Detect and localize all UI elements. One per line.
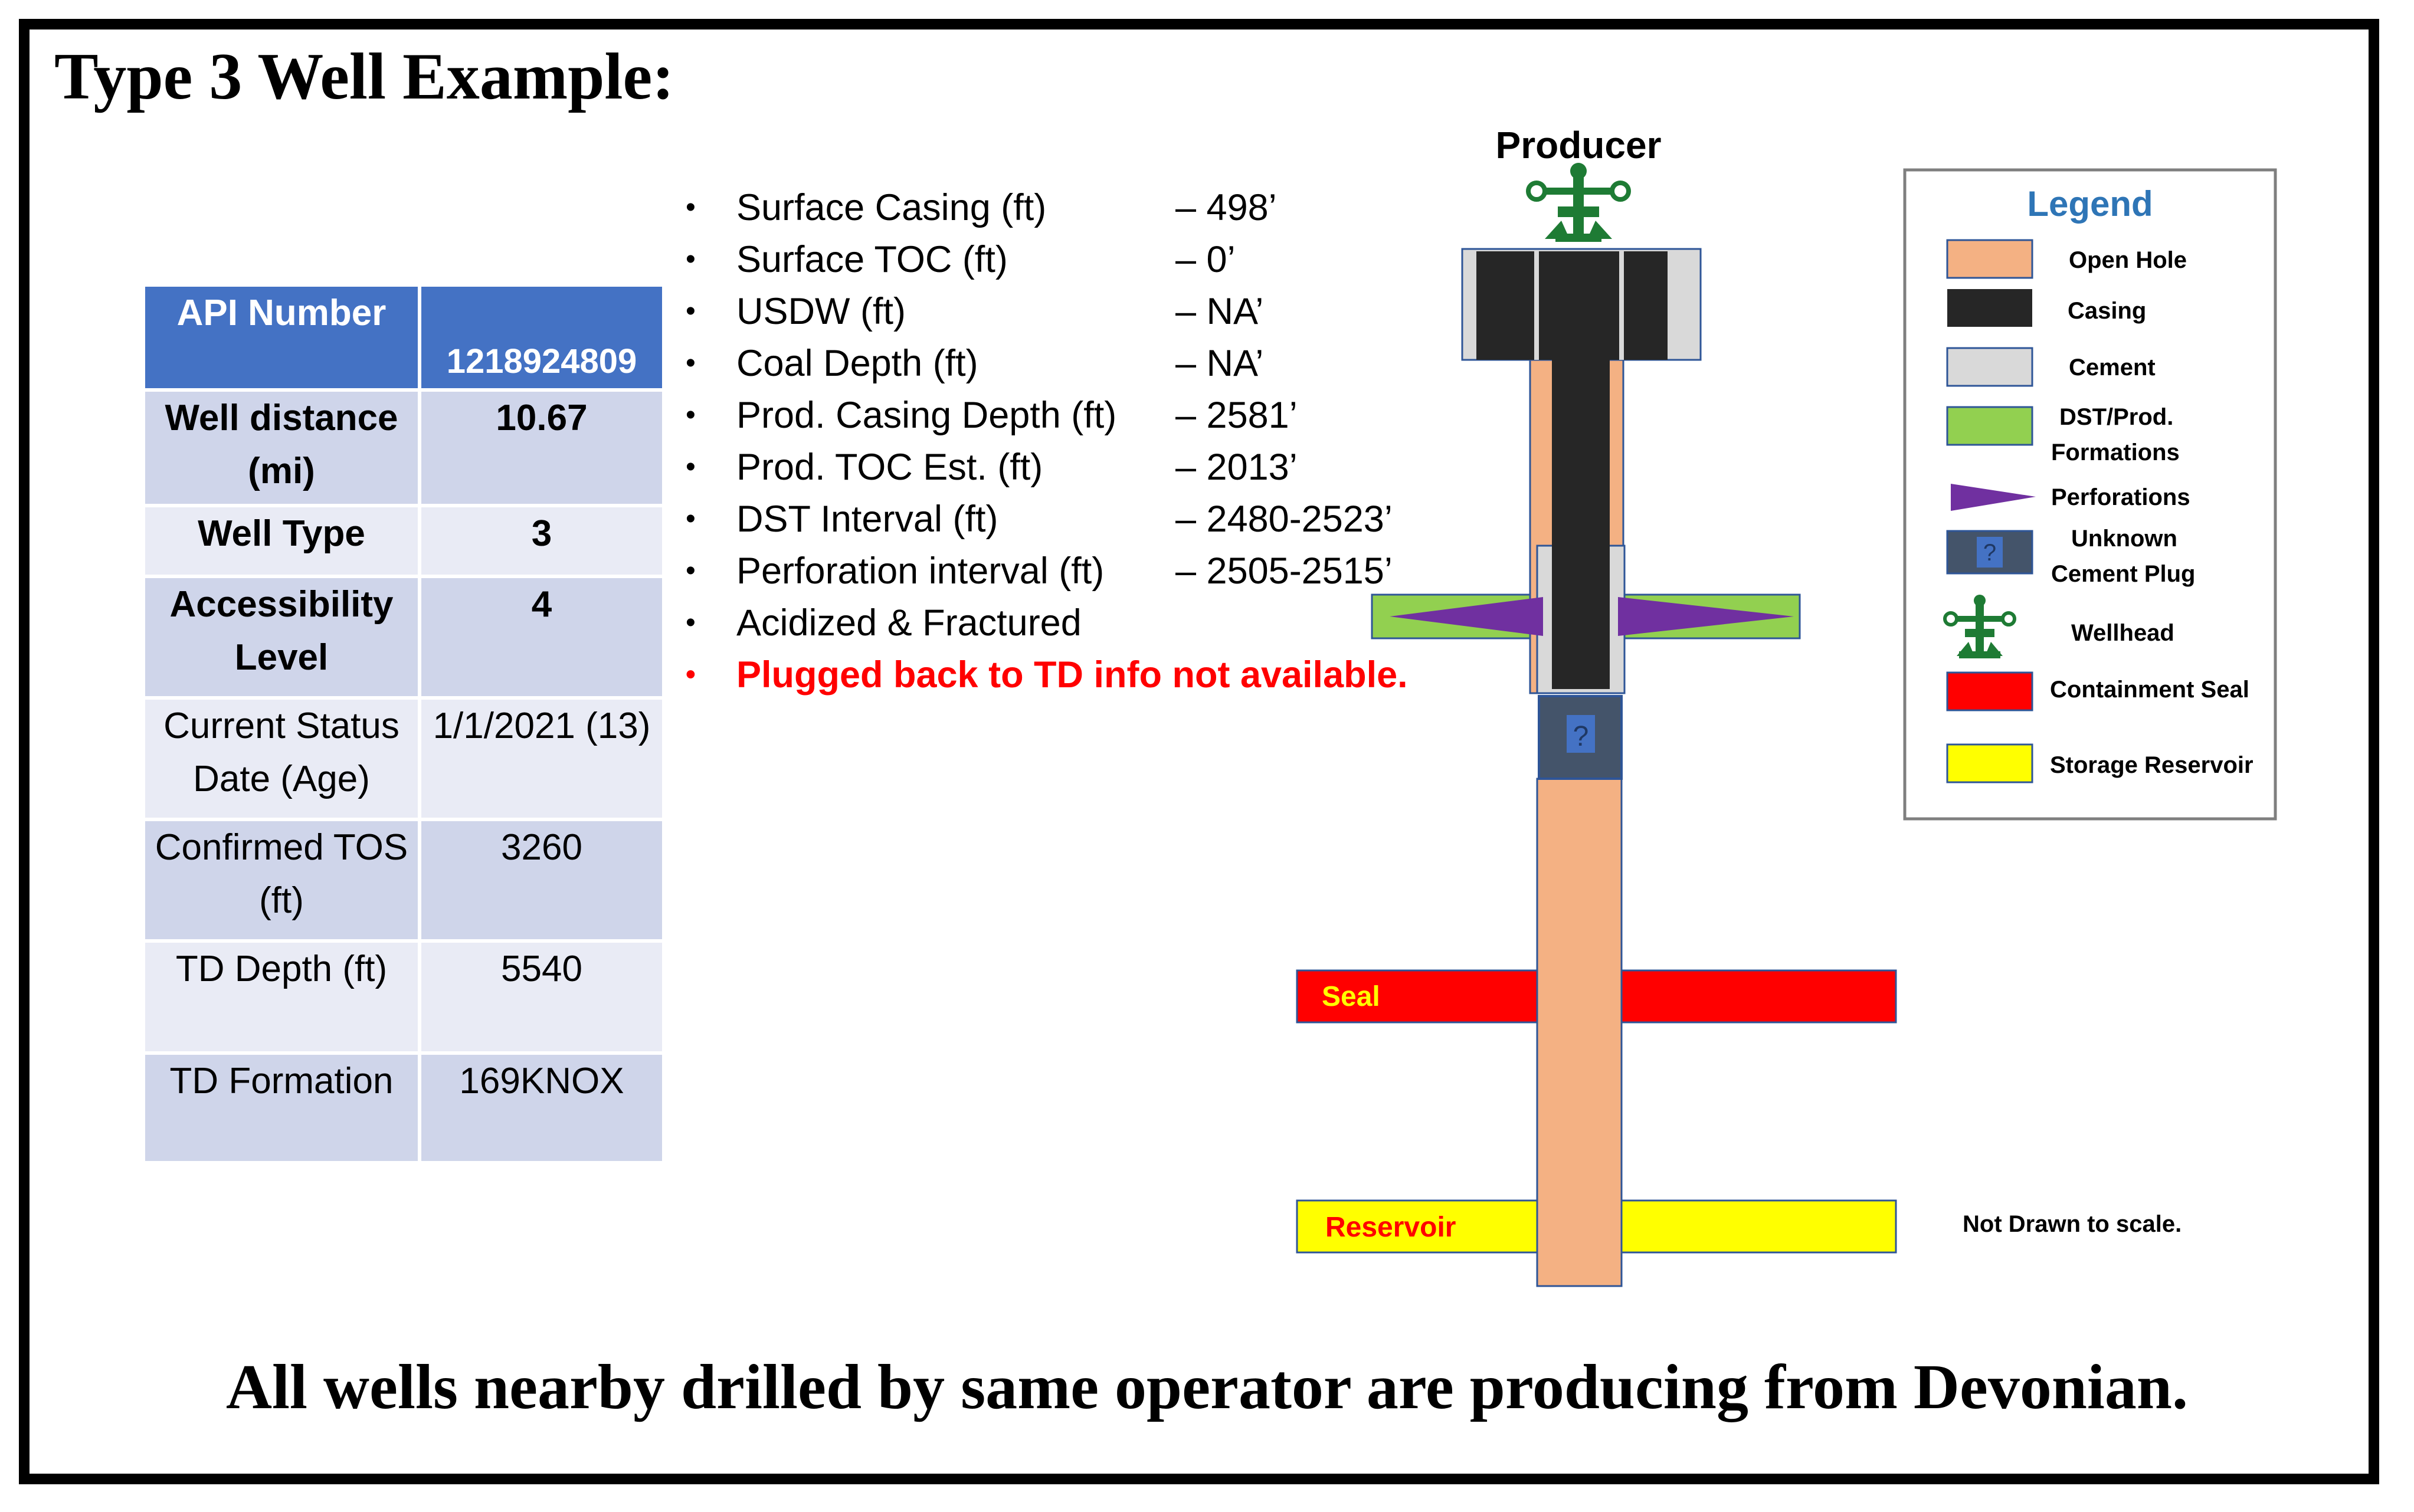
list-item: •Acidized & Fractured bbox=[679, 597, 1446, 649]
table-header-row: API Number 1218924809 bbox=[145, 287, 666, 392]
producer-label: Producer bbox=[1496, 124, 1662, 166]
well-type-label: Well Type bbox=[145, 507, 421, 578]
page-title: Type 3 Well Example: bbox=[54, 40, 674, 113]
coal-depth-value: – NA’ bbox=[1175, 343, 1264, 384]
reservoir-label: Reservoir bbox=[1325, 1212, 1456, 1243]
well-type-value: 3 bbox=[421, 507, 666, 578]
svg-text:?: ? bbox=[1983, 540, 1996, 566]
perforation-interval-label: Perforation interval (ft) bbox=[736, 550, 1105, 592]
unknown-plug-mark: ? bbox=[1573, 721, 1589, 752]
list-item: •Prod. Casing Depth (ft)– 2581’ bbox=[679, 389, 1446, 441]
well-distance-label: Well distance (mi) bbox=[145, 392, 421, 507]
legend-label-wellhead: Wellhead bbox=[2071, 620, 2174, 646]
list-item: •DST Interval (ft)– 2480-2523’ bbox=[679, 493, 1446, 545]
td-formation-label: TD Formation bbox=[145, 1055, 421, 1165]
casing-swatch bbox=[1947, 289, 2032, 327]
open-hole-swatch bbox=[1946, 239, 2033, 279]
scale-note: Not Drawn to scale. bbox=[1963, 1211, 2182, 1237]
legend-label-perforations: Perforations bbox=[2051, 484, 2190, 510]
td-depth-value: 5540 bbox=[421, 943, 666, 1055]
legend-label-unknown-2: Cement Plug bbox=[2051, 561, 2195, 587]
dst-formation-swatch bbox=[1946, 406, 2033, 446]
td-formation-value: 169KNOX bbox=[421, 1055, 666, 1165]
legend-label-storage-reservoir: Storage Reservoir bbox=[2050, 752, 2253, 778]
casing-gap bbox=[1619, 251, 1624, 360]
list-item: •Plugged back to TD info not available. bbox=[679, 649, 1446, 701]
acidized-label: Acidized & Fractured bbox=[736, 602, 1082, 644]
legend-label-dst-1: DST/Prod. bbox=[2059, 404, 2173, 430]
plugged-back-note: Plugged back to TD info not available. bbox=[736, 654, 1408, 696]
surface-casing-label: Surface Casing (ft) bbox=[736, 187, 1047, 228]
legend-label-casing: Casing bbox=[2068, 298, 2146, 324]
table-row: Confirmed TOS (ft) 3260 bbox=[145, 821, 666, 943]
legend-label-containment-seal: Containment Seal bbox=[2050, 677, 2249, 703]
legend-label-open-hole: Open Hole bbox=[2069, 247, 2187, 273]
status-date-value: 1/1/2021 (13) bbox=[421, 700, 666, 821]
legend-label-cement: Cement bbox=[2069, 355, 2156, 381]
casing-gap bbox=[1534, 251, 1539, 360]
table-row: TD Depth (ft) 5540 bbox=[145, 943, 666, 1055]
status-date-label: Current Status Date (Age) bbox=[145, 700, 421, 821]
list-item: •USDW (ft)– NA’ bbox=[679, 286, 1446, 337]
legend-title: Legend bbox=[2027, 184, 2153, 224]
list-item: •Perforation interval (ft)– 2505-2515’ bbox=[679, 545, 1446, 597]
dst-interval-label: DST Interval (ft) bbox=[736, 498, 998, 540]
well-info-table: API Number 1218924809 Well distance (mi)… bbox=[145, 287, 666, 1165]
legend-label-dst-2: Formations bbox=[2051, 440, 2180, 465]
list-item: •Prod. TOC Est. (ft)– 2013’ bbox=[679, 441, 1446, 493]
unknown-plug-marker bbox=[1567, 715, 1595, 753]
prod-toc-label: Prod. TOC Est. (ft) bbox=[736, 447, 1043, 488]
open-hole-lower bbox=[1536, 778, 1623, 1287]
list-item: •Surface TOC (ft)– 0’ bbox=[679, 234, 1446, 286]
accessibility-level-value: 4 bbox=[421, 578, 666, 700]
well-facts-list: •Surface Casing (ft)– 498’ •Surface TOC … bbox=[679, 182, 1446, 701]
legend-label-unknown-1: Unknown bbox=[2071, 526, 2177, 552]
confirmed-tos-value: 3260 bbox=[421, 821, 666, 943]
footer-note: All wells nearby drilled by same operato… bbox=[226, 1352, 2188, 1422]
list-item: •Surface Casing (ft)– 498’ bbox=[679, 182, 1446, 234]
table-row: Well distance (mi) 10.67 bbox=[145, 392, 666, 507]
api-number-value: 1218924809 bbox=[421, 287, 666, 392]
perforation-icon bbox=[1390, 597, 1794, 636]
confirmed-tos-label: Confirmed TOS (ft) bbox=[145, 821, 421, 943]
table-row: Current Status Date (Age) 1/1/2021 (13) bbox=[145, 700, 666, 821]
surface-casing-value: – 498’ bbox=[1175, 187, 1277, 228]
reservoir-swatch bbox=[1946, 743, 2033, 783]
surface-toc-value: – 0’ bbox=[1175, 239, 1236, 280]
api-number-label: API Number bbox=[145, 287, 421, 392]
usdw-label: USDW (ft) bbox=[736, 291, 906, 332]
prod-casing-depth-value: – 2581’ bbox=[1175, 395, 1298, 436]
usdw-value: – NA’ bbox=[1175, 291, 1264, 332]
wellhead-legend-icon bbox=[1943, 595, 2016, 658]
wellhead-icon bbox=[1526, 163, 1631, 242]
dst-interval-value: – 2480-2523’ bbox=[1175, 498, 1393, 540]
perforation-interval-value: – 2505-2515’ bbox=[1175, 550, 1393, 592]
prod-casing-depth-label: Prod. Casing Depth (ft) bbox=[736, 395, 1117, 436]
production-casing bbox=[1552, 251, 1610, 689]
list-item: •Coal Depth (ft)– NA’ bbox=[679, 337, 1446, 389]
surface-toc-label: Surface TOC (ft) bbox=[736, 239, 1008, 280]
cement-swatch bbox=[1946, 347, 2033, 387]
coal-depth-label: Coal Depth (ft) bbox=[736, 343, 978, 384]
table-row: Well Type 3 bbox=[145, 507, 666, 578]
legend: Legend Open Hole Casing Cement DST/Prod.… bbox=[1903, 168, 2277, 821]
well-distance-value: 10.67 bbox=[421, 392, 666, 507]
prod-toc-value: – 2013’ bbox=[1175, 447, 1298, 488]
seal-swatch bbox=[1946, 671, 2033, 711]
table-row: Accessibility Level 4 bbox=[145, 578, 666, 700]
seal-label: Seal bbox=[1322, 981, 1380, 1012]
table-row: TD Formation 169KNOX bbox=[145, 1055, 666, 1165]
accessibility-level-label: Accessibility Level bbox=[145, 578, 421, 700]
perforation-legend-icon bbox=[1951, 484, 2036, 511]
td-depth-label: TD Depth (ft) bbox=[145, 943, 421, 1055]
